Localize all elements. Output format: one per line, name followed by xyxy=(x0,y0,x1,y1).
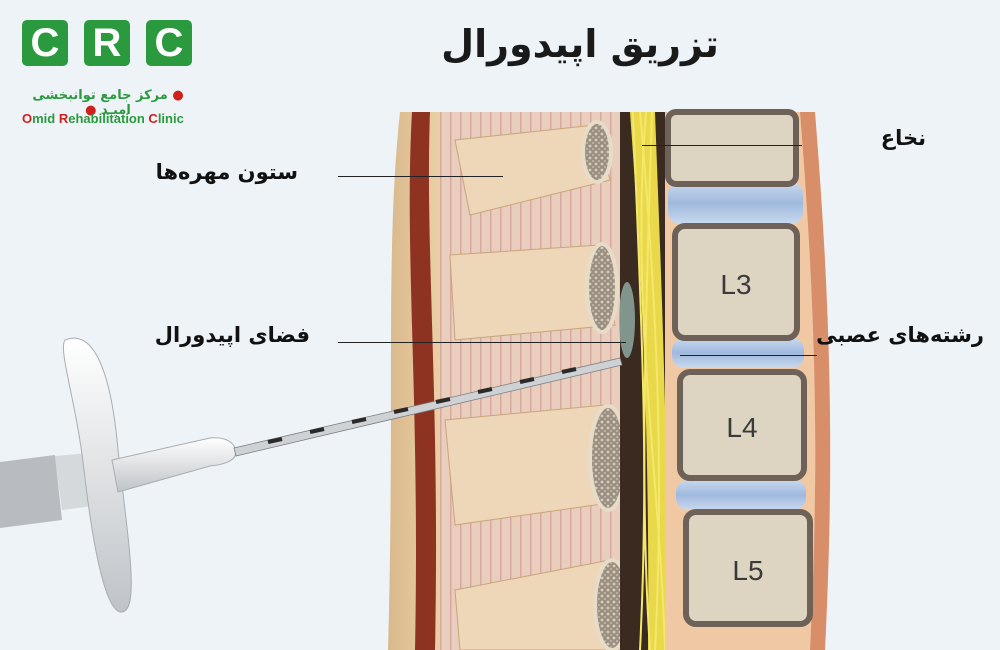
logo: C R C xyxy=(22,20,202,130)
label-epidural-space: فضای اپیدورال xyxy=(154,323,310,347)
logo-text-en: Omid Rehabilitation Clinic xyxy=(22,111,202,126)
logo-en-part: R xyxy=(58,111,69,126)
label-spinal-cord: نخاع xyxy=(880,126,926,150)
vertebra-l4 xyxy=(677,369,807,481)
logo-en-part: C xyxy=(148,111,158,126)
label-spinal-column: ستون مهره‌ها xyxy=(155,160,298,184)
logo-letter-2: R xyxy=(84,20,130,66)
anterior-edge xyxy=(800,112,831,650)
logo-en-part: ehabilitation xyxy=(68,111,149,126)
leader-spinal-column xyxy=(338,176,503,177)
logo-letter-1: C xyxy=(22,20,68,66)
vertebral-bodies xyxy=(665,109,813,627)
logo-en-part: linic xyxy=(157,111,184,126)
epidural-space xyxy=(619,282,635,358)
logo-letter-3: C xyxy=(146,20,192,66)
vertebra-l4-label: L4 xyxy=(726,412,757,443)
muscle-layer xyxy=(409,112,437,650)
leader-spinal-cord xyxy=(642,145,802,146)
needle-hub xyxy=(111,437,237,493)
leader-nerve-roots xyxy=(680,355,817,356)
epidural-needle xyxy=(0,337,623,613)
vertebra-l3 xyxy=(672,223,800,341)
logo-en-part: mid xyxy=(32,111,59,126)
logo-en-part: O xyxy=(22,111,33,126)
nerve-roots xyxy=(632,111,666,650)
vertebra-l5-label: L5 xyxy=(732,555,763,586)
logo-text-fa: ● مرکز جامع توانبخشی امیـد ● xyxy=(32,88,184,118)
needle-wing xyxy=(62,337,132,613)
intervertebral-discs xyxy=(668,182,806,510)
vertebra-l3-label: L3 xyxy=(720,269,751,300)
leader-epidural-space xyxy=(338,342,626,343)
diagram-title: تزریق اپیدورال xyxy=(441,22,719,66)
label-nerve-roots: رشته‌های عصبی xyxy=(816,323,984,347)
spinous-processes xyxy=(444,120,631,650)
vertebra-l5 xyxy=(683,509,813,627)
